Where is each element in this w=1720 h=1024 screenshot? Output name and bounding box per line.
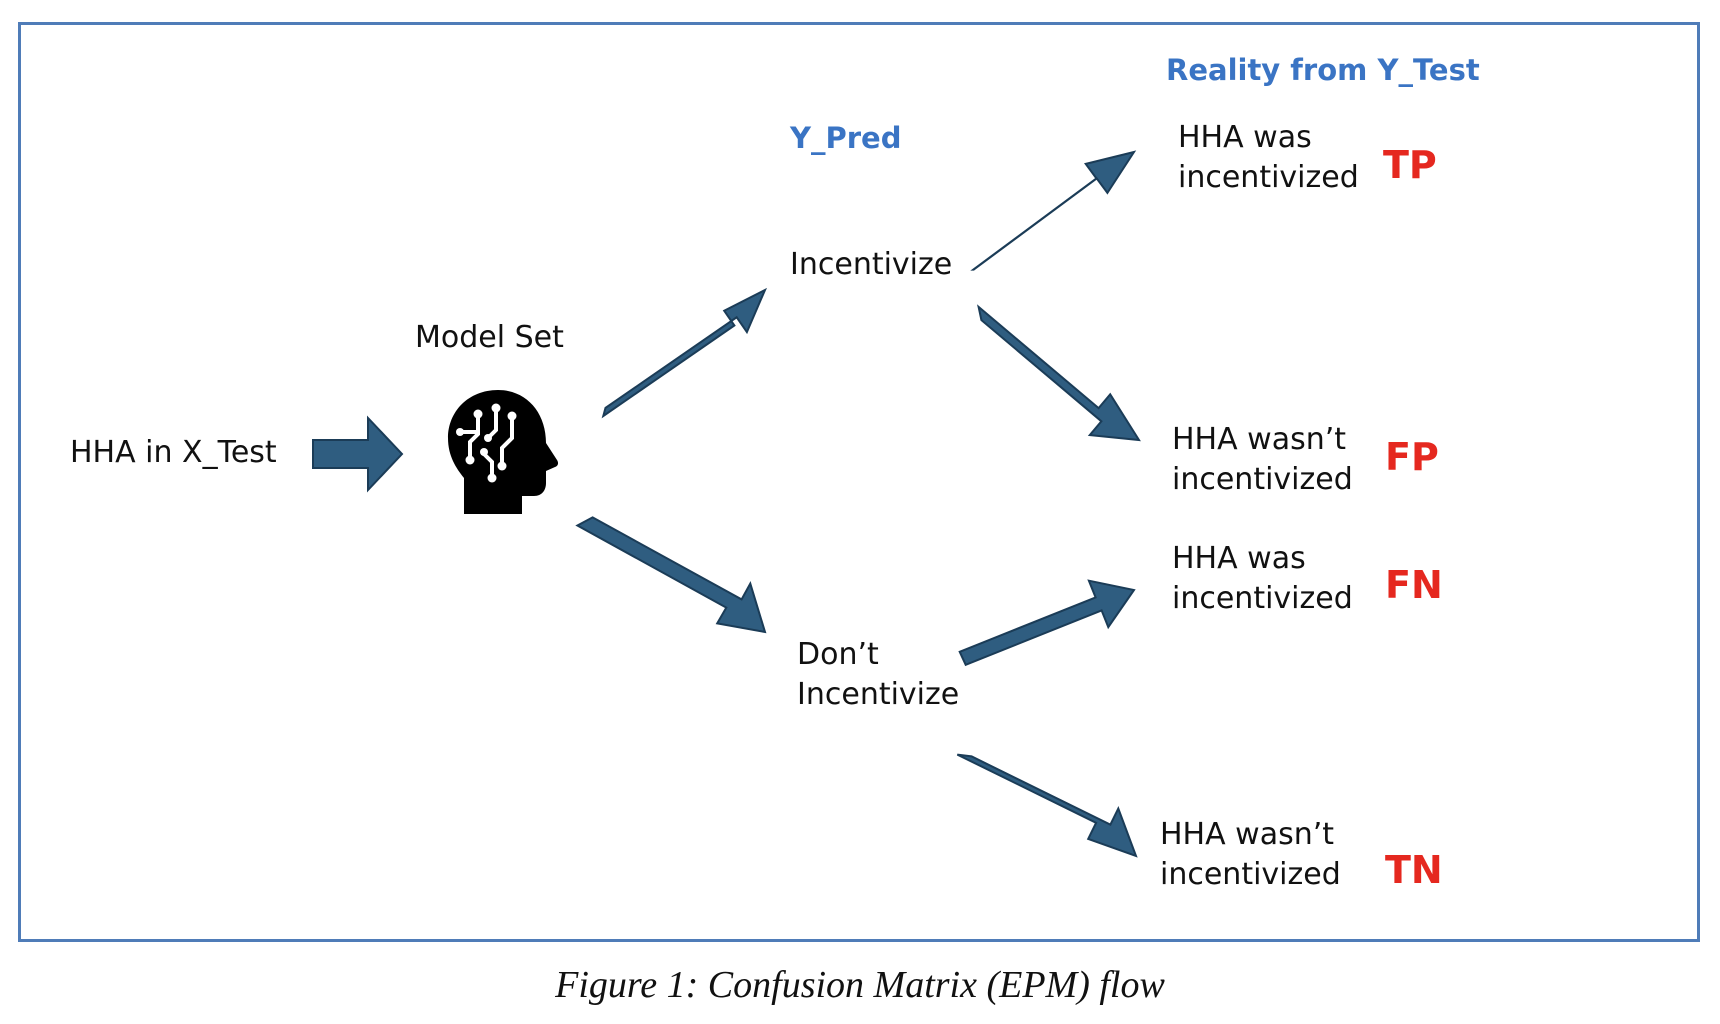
- outcome-tp-label: HHA was incentivized: [1178, 118, 1359, 198]
- reality-heading: Reality from Y_Test: [1166, 53, 1480, 87]
- ypred-heading: Y_Pred: [790, 121, 902, 155]
- outcome-tp-code: TP: [1383, 143, 1437, 187]
- arrow-incentivize-to-fp: [977, 304, 1141, 442]
- figure-caption: Figure 1: Confusion Matrix (EPM) flow: [555, 964, 1165, 1006]
- prediction-dont-incentivize: Don’t Incentivize: [797, 635, 959, 715]
- arrow-model-to-incentivize: [601, 287, 768, 419]
- outcome-fn-code: FN: [1385, 563, 1443, 607]
- arrow-incentivize-to-tp: [970, 150, 1137, 271]
- prediction-dont-line-1: Don’t: [797, 637, 879, 672]
- input-label: HHA in X_Test: [70, 435, 277, 470]
- arrow-dont-to-fn: [958, 579, 1136, 667]
- outcome-tn-line-1: HHA wasn’t: [1160, 817, 1335, 852]
- arrow-model-to-dont-incentivize: [575, 516, 767, 634]
- outcome-fn-line-2: incentivized: [1172, 581, 1353, 616]
- outcome-tp-line-2: incentivized: [1178, 160, 1359, 195]
- outcome-fp-label: HHA wasn’t incentivized: [1172, 420, 1353, 500]
- arrow-input-to-model: [312, 415, 404, 493]
- outcome-tn-line-2: incentivized: [1160, 857, 1341, 892]
- arrow-dont-to-tn: [956, 753, 1138, 858]
- outcome-fp-line-2: incentivized: [1172, 462, 1353, 497]
- figure-frame: [18, 22, 1700, 942]
- outcome-tn-code: TN: [1385, 848, 1443, 892]
- outcome-fp-line-1: HHA wasn’t: [1172, 422, 1347, 457]
- model-label: Model Set: [415, 320, 564, 355]
- outcome-tn-label: HHA wasn’t incentivized: [1160, 815, 1341, 895]
- outcome-fp-code: FP: [1385, 435, 1439, 479]
- outcome-tp-line-1: HHA was: [1178, 120, 1312, 155]
- outcome-fn-label: HHA was incentivized: [1172, 539, 1353, 619]
- prediction-incentivize: Incentivize: [790, 245, 952, 285]
- ai-brain-head-icon: [442, 388, 560, 516]
- prediction-dont-line-2: Incentivize: [797, 677, 960, 712]
- prediction-incentivize-line-1: Incentivize: [790, 247, 953, 282]
- outcome-fn-line-1: HHA was: [1172, 541, 1306, 576]
